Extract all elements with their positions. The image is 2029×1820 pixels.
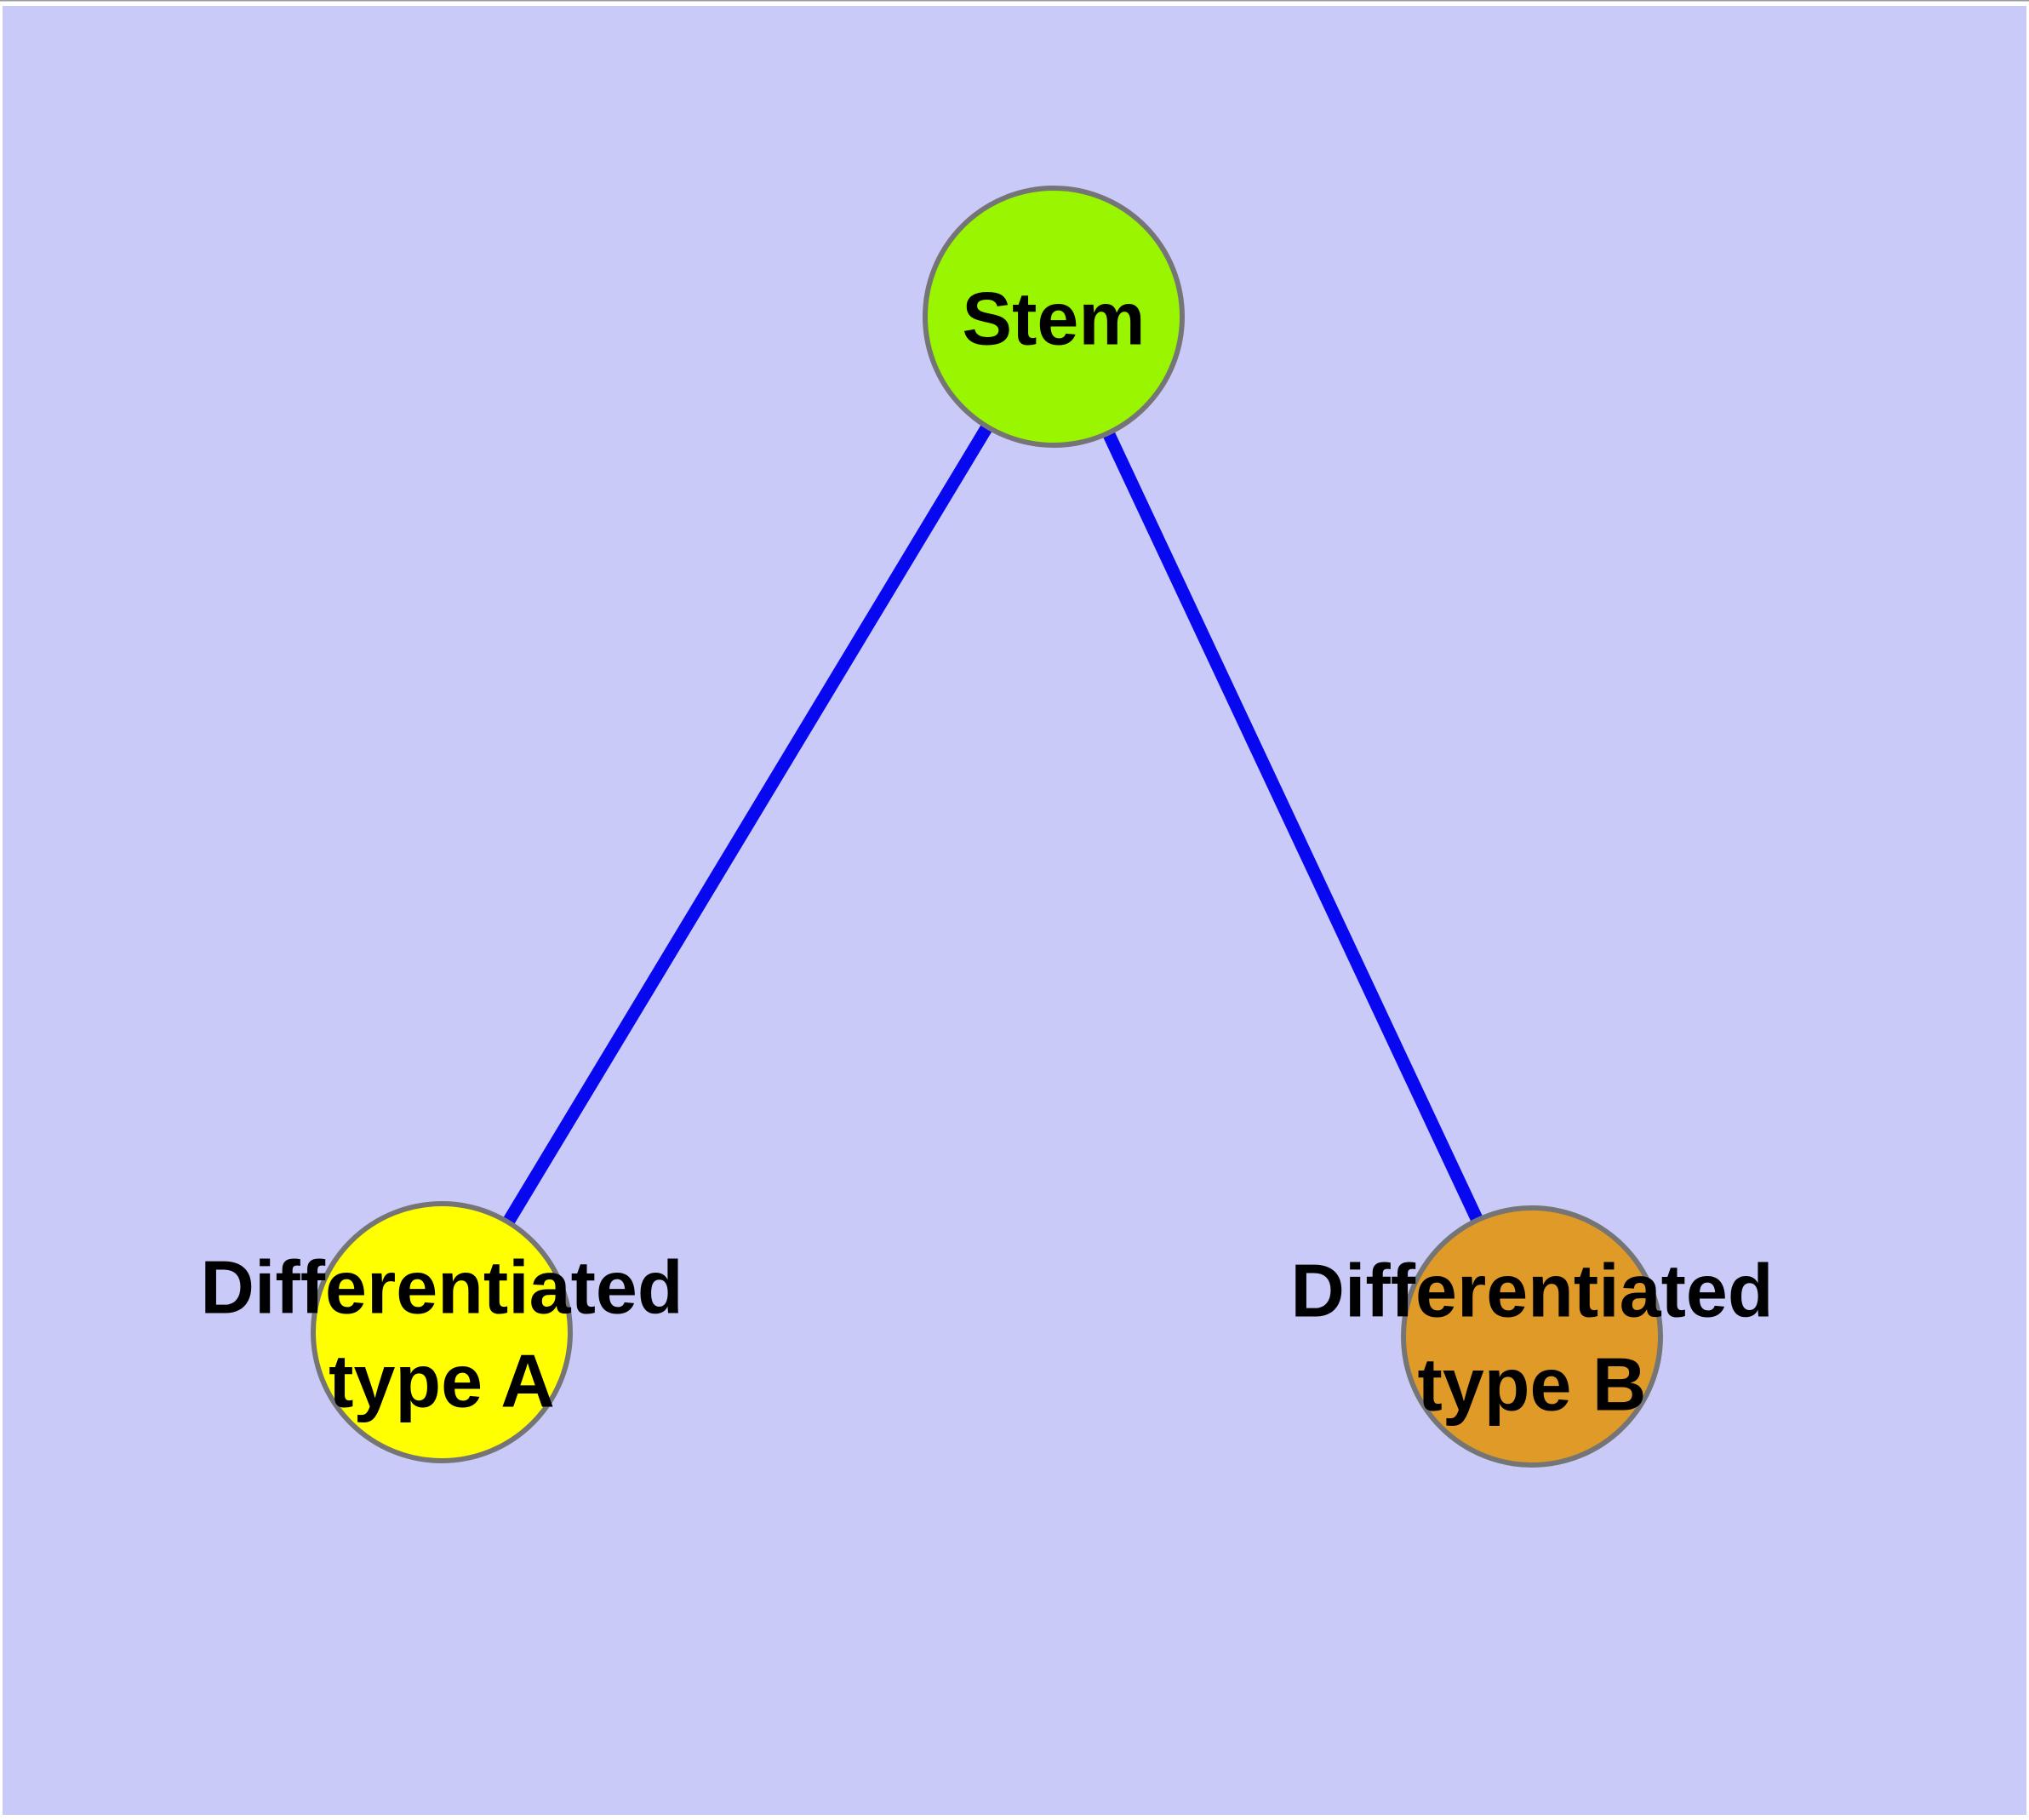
- edge-stem-to-type-b: [1048, 313, 1538, 1340]
- node-stem: [923, 186, 1185, 448]
- type-b-label-line-1: Differentiated: [1290, 1249, 1773, 1333]
- type-a-label-line-1: Differentiated: [200, 1245, 683, 1330]
- node-differentiated-type-a: [311, 1201, 573, 1463]
- type-b-label-line-2: type B: [1418, 1342, 1647, 1427]
- type-a-label-line-2: type A: [329, 1339, 555, 1423]
- edge-stem-to-type-a: [436, 313, 1060, 1336]
- node-differentiated-type-b: [1401, 1205, 1663, 1468]
- node-differentiated-type-b-label: Differentiated type B: [1290, 1249, 1773, 1427]
- top-hairline: [0, 0, 2029, 2]
- node-differentiated-type-a-label: Differentiated type A: [200, 1245, 683, 1423]
- node-stem-label: Stem: [962, 277, 1145, 361]
